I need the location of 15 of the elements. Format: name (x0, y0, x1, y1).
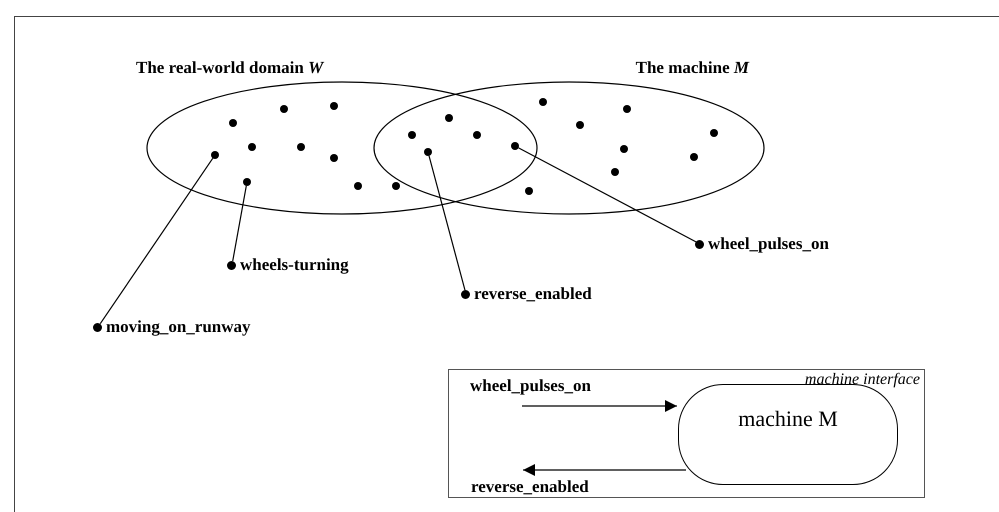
signal-arrow (522, 400, 677, 412)
domain-heading: The machine M (636, 58, 749, 78)
domain-heading: The real-world domain W (136, 58, 324, 78)
leader-line (100, 158, 214, 324)
phenomenon-label: wheels-turning (240, 255, 349, 275)
interface-frame (448, 369, 925, 498)
signal-arrow (523, 464, 686, 476)
phenomenon-label: wheel_pulses_on (708, 234, 829, 254)
leader-line (518, 147, 697, 243)
edge-label: reverse_enabled (471, 477, 589, 497)
leader-line (428, 156, 466, 290)
leader-line (232, 186, 247, 262)
edge-label: wheel_pulses_on (470, 376, 591, 396)
phenomenon-label: reverse_enabled (474, 284, 592, 304)
phenomenon-label: moving_on_runway (106, 317, 251, 337)
